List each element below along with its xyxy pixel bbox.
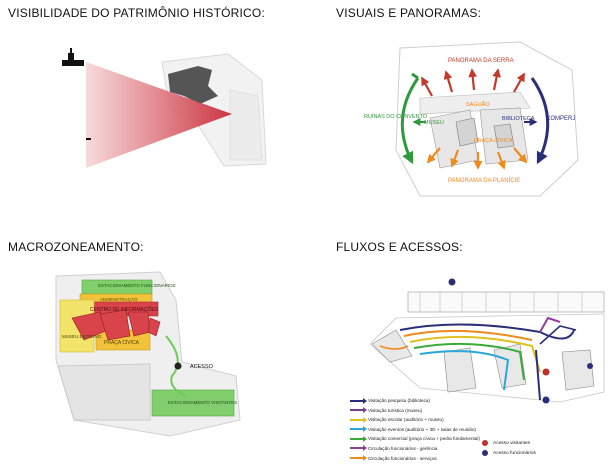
legend-arrow-icon (350, 435, 367, 442)
flows-diagram (369, 278, 605, 404)
legend-row: Visitação eventos (auditório + 3D + sala… (350, 425, 490, 434)
label-museu: MUSEU (424, 120, 444, 126)
label-praca-civica: PRAÇA CÍVICA (474, 137, 513, 144)
access-staff-marker-1 (448, 278, 456, 286)
access-marker (174, 362, 182, 370)
macro-diagram: ACESSO ESTACIONAMENTO FUNCIONÁRIOS ADMIN… (55, 271, 241, 437)
label-ruinas: RUÍNAS DO CONVENTO (364, 113, 428, 120)
flows-site-outline (369, 313, 605, 403)
label-comperj: COMPERJ (546, 116, 575, 122)
title-views: VISUAIS E PANORAMAS: (336, 6, 482, 20)
legend-label: Visitação escolar (auditório + museu) (368, 417, 444, 423)
legend-label: Visitação pesquisa (biblioteca) (368, 398, 430, 403)
label-centro: CENTRO DE INFORMAÇÕES (90, 306, 159, 313)
label-est-func: ESTACIONAMENTO FUNCIONÁRIOS (98, 282, 176, 288)
access-staff-marker-2 (542, 396, 550, 404)
access-path (165, 335, 187, 397)
views-site-outline (395, 41, 579, 197)
legend-row: Circulação funcionários - serviços (350, 454, 490, 463)
visibility-cone (86, 62, 232, 168)
legend-row: Visitação escolar (auditório + museu) (350, 415, 490, 424)
legend-arrow-icon (350, 445, 367, 452)
access-legend-label: Acesso visitantes (493, 440, 531, 446)
building-strip (407, 291, 605, 313)
legend-row: Visitação comercial (praça cívica + pedr… (350, 434, 490, 443)
access-staff-marker-3 (587, 363, 593, 369)
site-outline-inner (229, 89, 263, 161)
access-legend-label: Acesso funcionários (493, 450, 536, 456)
legend-label: Circulação funcionários - serviços (368, 455, 437, 461)
navy-view-arc (530, 77, 550, 165)
flows-legend: Visitação pesquisa (biblioteca) Visitação… (350, 396, 490, 463)
label-biblioteca: BIBLIOTECA (502, 116, 535, 122)
visibility-diagram (62, 48, 267, 168)
legend-label: Visitação comercial (praça cívica + pedr… (368, 436, 480, 442)
label-panorama-serra: PANORAMA DA SERRA (448, 58, 514, 64)
title-flows: FLUXOS E ACESSOS: (336, 240, 463, 254)
access-visitors-marker-1 (542, 368, 550, 376)
title-macro: MACROZONEAMENTO: (8, 240, 144, 254)
views-diagram: PANORAMA DA SERRA RUÍNAS DO CONVENTO MUS… (364, 41, 579, 197)
legend-row: Circulação funcionários - gerência (350, 444, 490, 453)
label-est-vis: ESTACIONAMENTO VISITANTES (168, 400, 237, 405)
access-dot-icon (482, 440, 488, 446)
marker-dash (86, 138, 91, 140)
label-praca: PRAÇA CÍVICA (104, 339, 140, 346)
legend-label: Visitação eventos (auditório + 3D + sala… (368, 426, 476, 432)
historic-building (168, 66, 218, 104)
legend-arrow-icon (350, 407, 367, 414)
label-panorama-planicie: PANORAMA DA PLANÍCIE (448, 177, 520, 184)
access-dot-icon (482, 450, 488, 456)
access-legend-row: Acesso funcionários (482, 448, 602, 458)
observer-icon (62, 48, 84, 66)
legend-arrow-icon (350, 455, 367, 462)
access-legend-row: Acesso visitantes (482, 438, 602, 448)
legend-arrow-icon (350, 426, 367, 433)
label-saguao: SAGUÃO (466, 101, 490, 108)
legend-label: Visitação turística (museu) (368, 407, 423, 413)
legend-row: Visitação turística (museu) (350, 406, 490, 415)
label-administracao: ADMINISTRAÇÃO (100, 296, 138, 302)
title-visibility: VISIBILIDADE DO PATRIMÔNIO HISTÓRICO: (8, 6, 265, 20)
label-acesso: ACESSO (190, 364, 214, 370)
legend-arrow-icon (350, 397, 367, 404)
label-museu-externo: MUSEU EXTERNO (62, 334, 102, 339)
legend-row: Visitação pesquisa (biblioteca) (350, 396, 490, 405)
legend-arrow-icon (350, 416, 367, 423)
legend-label: Circulação funcionários - gerência (368, 445, 438, 451)
green-view-arc (400, 77, 420, 165)
